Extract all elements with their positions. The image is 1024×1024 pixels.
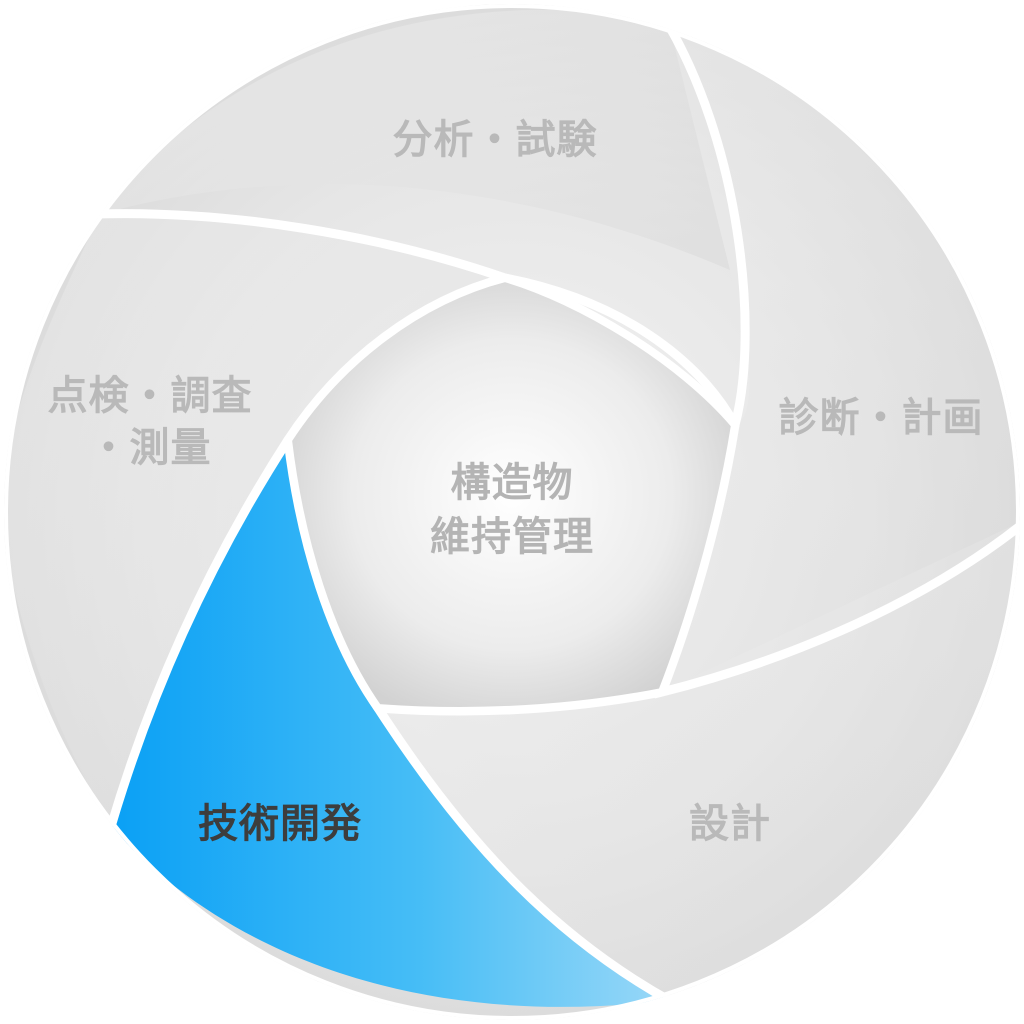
- outer-rim: [4, 4, 1020, 1020]
- center-core: [283, 273, 740, 715]
- label-development: 技術開発: [198, 801, 362, 847]
- segment-analysis[interactable]: [100, 9, 730, 271]
- center-label: 構造物 維持管理: [430, 460, 594, 560]
- label-inspection: 点検・調査 ・測量: [47, 373, 253, 471]
- segment-development[interactable]: [112, 440, 670, 1007]
- label-design: 設計: [689, 801, 771, 847]
- label-diagnosis: 診断・計画: [778, 395, 984, 441]
- segment-inspection[interactable]: [0, 214, 505, 828]
- label-analysis: 分析・試験: [392, 117, 598, 163]
